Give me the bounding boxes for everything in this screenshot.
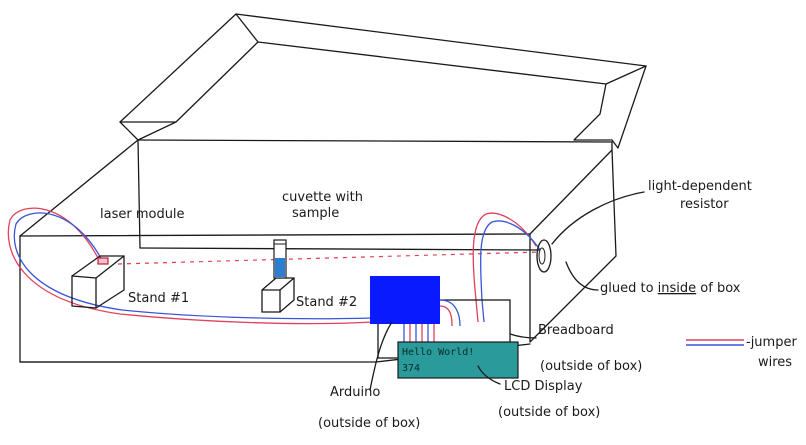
box-lid — [119, 13, 647, 149]
arduino — [370, 276, 440, 324]
arduino-pointer — [369, 321, 393, 391]
label-glued-prefix: glued to — [600, 281, 658, 296]
label-breadboard-line1: Breadboard — [538, 323, 614, 338]
jumper-wires-right — [472, 212, 541, 323]
laser-module — [97, 257, 109, 265]
stand-2 — [261, 277, 295, 313]
glued-pointer — [565, 261, 599, 291]
jumper-legend — [686, 339, 744, 346]
label-lcd-line2: (outside of box) — [498, 405, 600, 420]
label-laser-module: laser module — [100, 207, 185, 222]
label-glued: glued to inside of box — [600, 281, 741, 296]
jumper-wires-left — [7, 207, 373, 325]
lcd-screen-line1: Hello World! — [402, 347, 474, 358]
label-breadboard-line2: (outside of box) — [540, 359, 642, 374]
label-jumper-line2: wires — [758, 355, 792, 370]
lcd-screen-line2: 374 — [402, 363, 420, 374]
label-cuvette-line1: cuvette with — [282, 190, 363, 205]
label-lcd-line1: LCD Display — [504, 379, 583, 394]
lcd-display — [397, 341, 519, 379]
label-cuvette-line2: sample — [292, 206, 339, 221]
breadboard-pointer — [509, 333, 537, 339]
label-jumper-line1: -jumper — [746, 335, 797, 350]
label-glued-suffix: of box — [696, 281, 741, 296]
label-stand-1: Stand #1 — [128, 291, 189, 306]
label-ldr-line1: light-dependent — [648, 179, 752, 194]
light-dependent-resistor — [536, 239, 552, 273]
laser-beam — [117, 251, 541, 265]
lcd-pointer — [477, 365, 501, 385]
stand-1 — [71, 255, 125, 309]
label-stand-2: Stand #2 — [296, 295, 357, 310]
arduino-to-lcd-wires — [403, 299, 461, 342]
cuvette-sample — [275, 258, 285, 277]
label-arduino-line1: Arduino — [330, 385, 380, 400]
label-ldr-line2: resistor — [680, 197, 729, 212]
label-glued-emph: inside — [658, 281, 697, 296]
ldr-pointer — [551, 191, 645, 245]
label-arduino-line2: (outside of box) — [318, 416, 420, 431]
box-body — [19, 139, 617, 363]
cuvette — [273, 239, 287, 279]
